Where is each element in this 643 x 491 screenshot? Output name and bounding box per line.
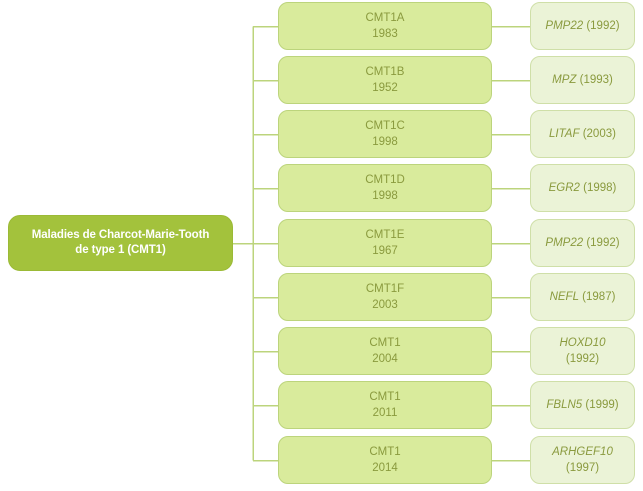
gene-symbol: NEFL xyxy=(549,291,579,303)
subtype-year: 1952 xyxy=(372,82,398,94)
gene-node[interactable]: LITAF (2003) xyxy=(530,110,635,158)
subtype-name: CMT1 xyxy=(369,446,401,458)
gene-symbol: MPZ xyxy=(552,74,577,86)
subtype-year: 2003 xyxy=(372,299,398,311)
gene-year: (1999) xyxy=(585,399,619,411)
subtype-year: 2011 xyxy=(372,407,398,419)
subtype-node[interactable]: CMT1A 1983 xyxy=(278,2,492,50)
subtype-name: CMT1B xyxy=(365,66,405,78)
gene-symbol: FBLN5 xyxy=(546,399,583,411)
gene-year: (1992) xyxy=(565,353,600,365)
gene-symbol: HOXD10 xyxy=(559,337,606,349)
gene-symbol: EGR2 xyxy=(548,182,580,194)
gene-label: FBLN5 (1999) xyxy=(546,397,618,413)
subtype-node[interactable]: CMT1 2014 xyxy=(278,436,492,484)
gene-node[interactable]: PMP22 (1992) xyxy=(530,219,635,267)
subtype-name: CMT1A xyxy=(365,12,405,24)
gene-node[interactable]: ARHGEF10 (1997) xyxy=(530,436,635,484)
root-node-label: Maladies de Charcot-Marie-Tooth de type … xyxy=(32,228,210,258)
subtype-node[interactable]: CMT1 2011 xyxy=(278,381,492,429)
gene-label: MPZ (1993) xyxy=(552,72,613,88)
subtype-year: 1983 xyxy=(372,28,398,40)
gene-label: ARHGEF10 (1997) xyxy=(552,444,613,476)
gene-node[interactable]: EGR2 (1998) xyxy=(530,164,635,212)
gene-label: PMP22 (1992) xyxy=(545,235,619,251)
subtype-name: CMT1F xyxy=(365,283,405,295)
gene-year: (1993) xyxy=(579,74,613,86)
gene-node[interactable]: PMP22 (1992) xyxy=(530,2,635,50)
subtype-year: 1967 xyxy=(372,245,398,257)
root-node-cmt1[interactable]: Maladies de Charcot-Marie-Tooth de type … xyxy=(8,215,233,271)
subtype-node[interactable]: CMT1E 1967 xyxy=(278,219,492,267)
gene-label: HOXD10 (1992) xyxy=(559,335,605,367)
subtype-year: 2014 xyxy=(372,462,398,474)
subtype-node[interactable]: CMT1D 1998 xyxy=(278,164,492,212)
subtype-name: CMT1E xyxy=(365,229,405,241)
subtype-year: 1998 xyxy=(372,136,398,148)
gene-year: (2003) xyxy=(582,128,616,140)
subtype-name: CMT1 xyxy=(369,337,401,349)
gene-node[interactable]: MPZ (1993) xyxy=(530,56,635,104)
gene-year: (1992) xyxy=(586,20,620,32)
gene-symbol: ARHGEF10 xyxy=(552,446,613,458)
subtype-year: 1998 xyxy=(372,190,398,202)
root-node-label-line1: Maladies de Charcot-Marie-Tooth xyxy=(31,229,210,241)
gene-label: LITAF (2003) xyxy=(549,126,616,142)
gene-node[interactable]: NEFL (1987) xyxy=(530,273,635,321)
gene-year: (1987) xyxy=(582,291,616,303)
gene-node[interactable]: FBLN5 (1999) xyxy=(530,381,635,429)
gene-year: (1997) xyxy=(565,462,600,474)
gene-label: NEFL (1987) xyxy=(550,289,616,305)
subtype-year: 2004 xyxy=(372,353,398,365)
gene-node[interactable]: HOXD10 (1992) xyxy=(530,327,635,375)
subtype-name: CMT1C xyxy=(365,120,405,132)
root-node-label-line2: de type 1 (CMT1) xyxy=(75,244,166,256)
gene-year: (1998) xyxy=(583,182,617,194)
subtype-node[interactable]: CMT1F 2003 xyxy=(278,273,492,321)
gene-symbol: PMP22 xyxy=(545,237,584,249)
gene-symbol: LITAF xyxy=(549,128,580,140)
subtype-name: CMT1 xyxy=(369,391,401,403)
gene-year: (1992) xyxy=(586,237,620,249)
subtype-node[interactable]: CMT1B 1952 xyxy=(278,56,492,104)
subtype-node[interactable]: CMT1C 1998 xyxy=(278,110,492,158)
subtype-node[interactable]: CMT1 2004 xyxy=(278,327,492,375)
gene-label: PMP22 (1992) xyxy=(545,18,619,34)
gene-symbol: PMP22 xyxy=(545,20,584,32)
subtype-name: CMT1D xyxy=(365,174,405,186)
gene-label: EGR2 (1998) xyxy=(549,180,617,196)
